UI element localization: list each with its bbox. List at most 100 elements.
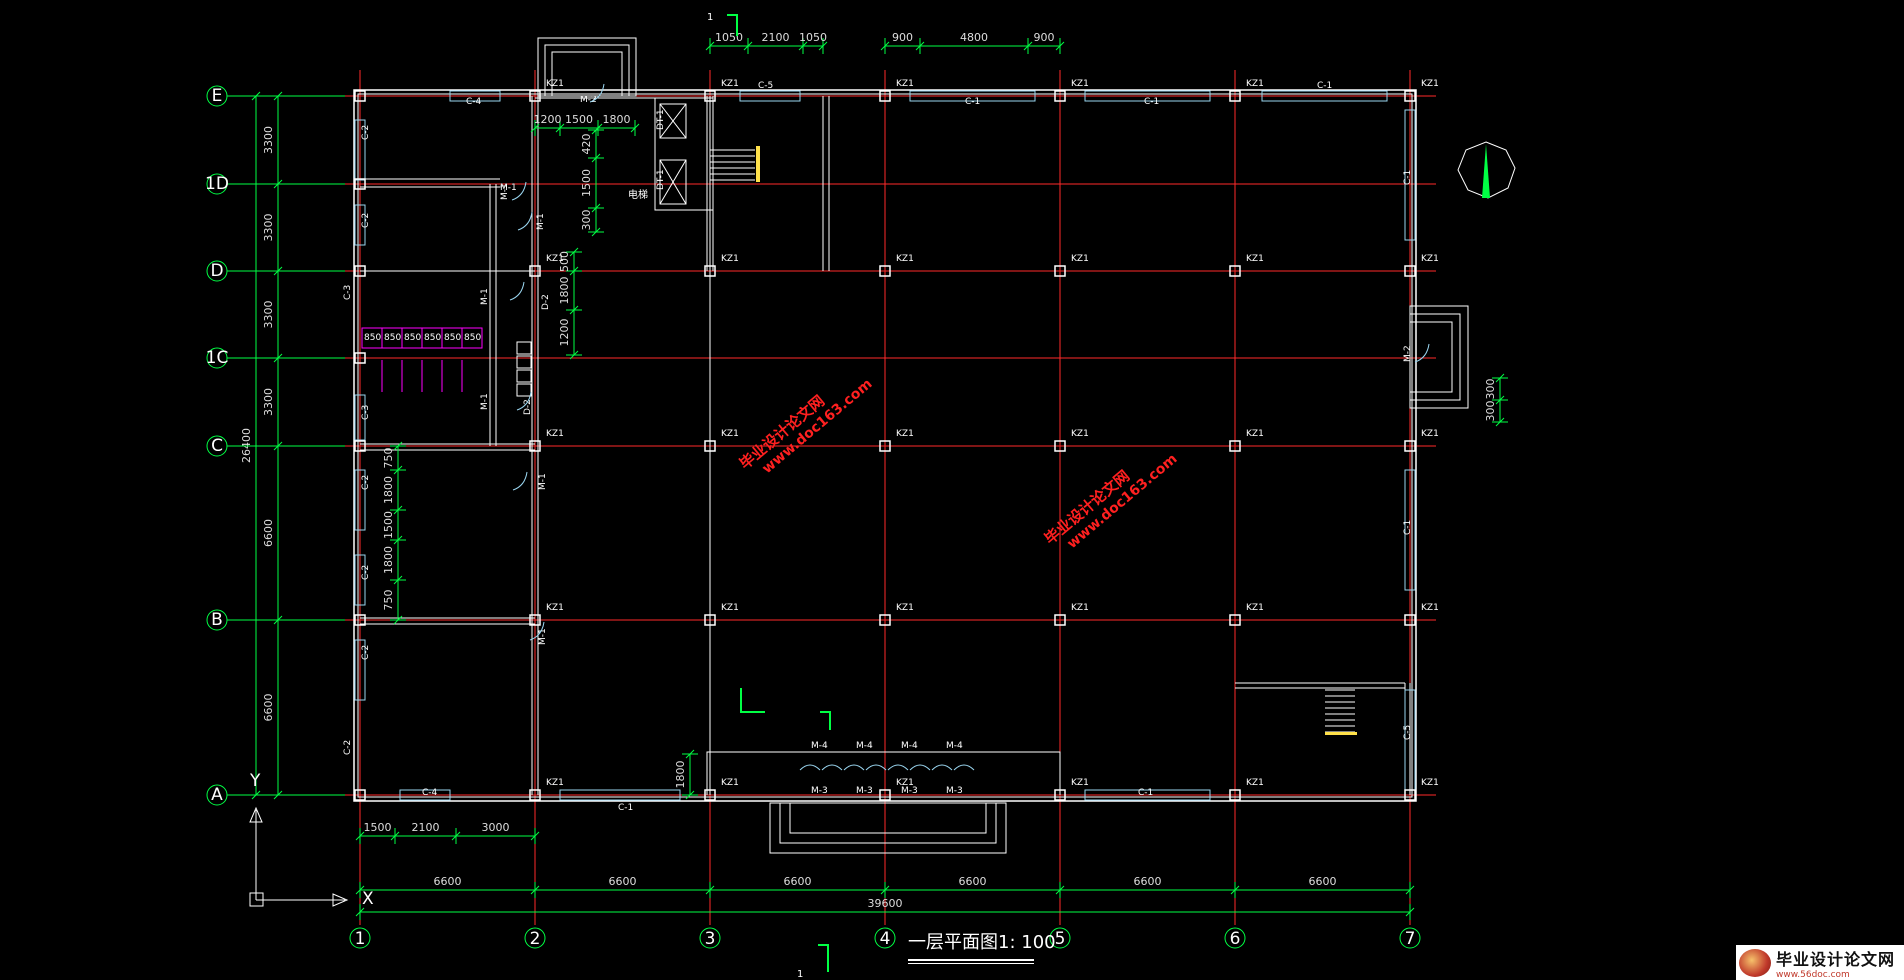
sink [516,355,532,369]
dim-axis-bottom-label: 6600 [959,875,987,888]
right-entrance-step [1409,321,1453,393]
ucs-arrow-x [332,893,349,907]
column-label: KZ1 [1071,79,1089,89]
column-kz1 [354,440,366,452]
column-kz1 [529,90,541,102]
vertical-tag: C-3 [343,285,353,300]
column-kz1 [1054,90,1066,102]
column-label: KZ1 [896,254,914,264]
site-url: www.56doc.com [1776,969,1850,980]
window-door-tag: M-3 [811,786,828,796]
section-mark-top [727,14,738,36]
window [1084,789,1211,801]
column-kz1 [529,265,541,277]
door-swing [821,764,843,771]
door-swing [953,764,975,771]
column-label: KZ1 [546,778,564,788]
column-kz1 [1404,265,1416,277]
door-swing [589,83,605,103]
vertical-tag: DT-1 [656,109,666,130]
window [1404,109,1416,241]
window [354,554,366,606]
dim-core-label: 300 [580,210,593,231]
drawing-title: 一层平面图1: 100 [908,932,1056,953]
column-label: KZ1 [721,254,739,264]
dim-top-left-label: 1050 [715,31,743,44]
vertical-tag: D-2 [541,294,551,310]
vertical-tag: M-1 [480,393,490,410]
window-door-tag: M-4 [946,741,963,751]
window-door-tag: C-1 [618,803,633,813]
elevator-label: 电梯 [628,188,648,201]
column-label: KZ1 [721,429,739,439]
column-kz1 [354,352,366,364]
dim-toilet: 850 [444,333,461,343]
column-label: KZ1 [546,79,564,89]
axis-label-row: B [211,610,223,630]
section-mark-label: 1 [797,969,803,980]
ucs-origin-icon [249,892,264,907]
window [399,789,451,801]
column-kz1 [1229,614,1241,626]
column-kz1 [354,789,366,801]
window-door-tag: C-1 [1138,788,1153,798]
axis-label-row: A [211,785,223,805]
door-swing [843,764,865,771]
column-kz1 [1054,789,1066,801]
stair-handrail [756,146,760,182]
axis-label-row: 1D [205,174,229,194]
window [354,639,366,701]
column-label: KZ1 [1421,603,1439,613]
axis-bubble-col [874,927,896,949]
column-label: KZ1 [1246,429,1264,439]
column-kz1 [1404,90,1416,102]
dim-top-left-label: 1050 [799,31,827,44]
dim-stair-top-label: 1200 [534,113,562,126]
window-door-tag: M-3 [946,786,963,796]
section-mark-label: 1 [707,12,713,23]
dim-mid-label: 1200 [558,319,571,347]
dim-axis-bottom-label: 6600 [609,875,637,888]
dim-axis-left-label: 6600 [262,519,275,547]
door-swing [511,181,527,201]
column-kz1 [1054,614,1066,626]
window [1404,469,1416,591]
column-kz1 [354,90,366,102]
column-kz1 [879,90,891,102]
column-kz1 [354,614,366,626]
column-kz1 [1054,265,1066,277]
column-kz1 [704,614,716,626]
vertical-tag: M-1 [536,213,546,230]
break-mark [740,688,765,713]
axis-label-col: 5 [1055,929,1066,949]
ucs-x-label: X [362,889,374,909]
ucs-y-label: Y [249,771,261,791]
dim-top-right-label: 4800 [960,31,988,44]
column-kz1 [1404,440,1416,452]
vertical-tag: C-2 [361,645,371,660]
column-kz1 [704,440,716,452]
axis-label-row: D [210,261,223,281]
column-label: KZ1 [546,429,564,439]
dim-stair-top-label: 1500 [565,113,593,126]
column-label: KZ1 [1421,429,1439,439]
sink [516,383,532,397]
door-swing [529,621,545,641]
column-kz1 [354,178,366,190]
column-kz1 [704,90,716,102]
axis-bubble-col [1399,927,1421,949]
vertical-tag: C-2 [361,565,371,580]
window-door-tag: M-2 [580,95,597,105]
column-kz1 [1229,789,1241,801]
section-mark-bottom [818,944,829,972]
column-kz1 [1404,789,1416,801]
dim-toilet: 850 [424,333,441,343]
door-swing [865,764,887,771]
window-door-tag: M-3 [856,786,873,796]
vertical-tag: D-2 [523,399,533,415]
door-swing [509,281,525,301]
entrance-vestibule [706,751,1061,795]
window-door-tag: M-4 [856,741,873,751]
column-label: KZ1 [896,778,914,788]
